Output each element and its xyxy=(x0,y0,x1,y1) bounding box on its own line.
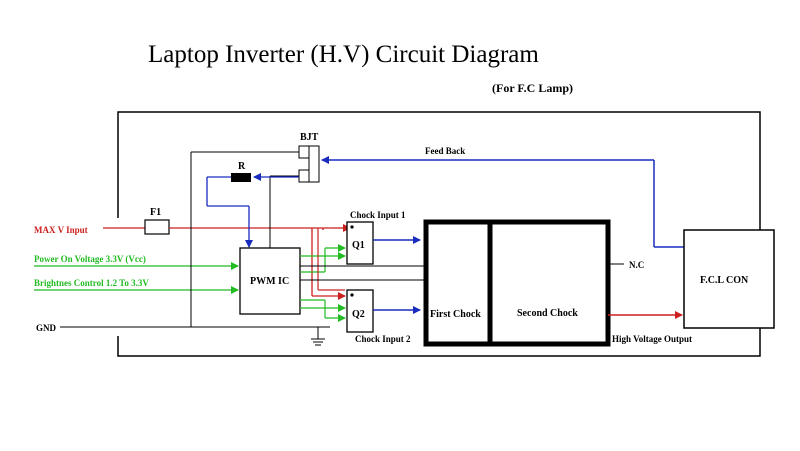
fuse-f1-label: F1 xyxy=(150,207,161,218)
bjt-label: BJT xyxy=(300,132,319,143)
hv-output-label: High Voltage Output xyxy=(612,334,692,344)
page-title: Laptop Inverter (H.V) Circuit Diagram xyxy=(148,41,539,68)
fuse-f1 xyxy=(144,219,170,235)
fcl-connector xyxy=(683,229,775,329)
choke-input-2-label: Chock Input 2 xyxy=(355,334,411,344)
resistor-label: R xyxy=(238,161,246,172)
second-choke-label: Second Chock xyxy=(517,308,578,319)
choke-input-1-label: Chock Input 1 xyxy=(350,210,406,220)
mosfet-q1 xyxy=(346,221,374,265)
first-choke-label: First Chock xyxy=(430,309,481,320)
brightness-label: Brightnes Control 1.2 To 3.3V xyxy=(34,278,149,288)
feedback-label: Feed Back xyxy=(425,146,465,156)
board-input-gap xyxy=(116,218,121,336)
gnd-label: GND xyxy=(36,323,57,333)
nc-label: N.C xyxy=(629,260,644,270)
mosfet-q2 xyxy=(346,289,374,333)
bjt-transistor xyxy=(298,145,320,183)
max-v-input-label: MAX V Input xyxy=(34,225,88,235)
second-choke xyxy=(487,219,611,347)
power-on-label: Power On Voltage 3.3V (Vcc) xyxy=(34,254,146,264)
mosfet-q1-label: Q1 xyxy=(352,240,365,251)
pwm-ic-label: PWM IC xyxy=(250,276,289,287)
fcl-connector-label: F.C.L CON xyxy=(700,275,749,286)
resistor-r xyxy=(231,173,251,182)
pwm-ic xyxy=(239,247,301,315)
page-subtitle: (For F.C Lamp) xyxy=(492,81,573,95)
first-choke xyxy=(423,219,493,347)
mosfet-q2-label: Q2 xyxy=(352,309,365,320)
ground-icon xyxy=(311,338,325,346)
